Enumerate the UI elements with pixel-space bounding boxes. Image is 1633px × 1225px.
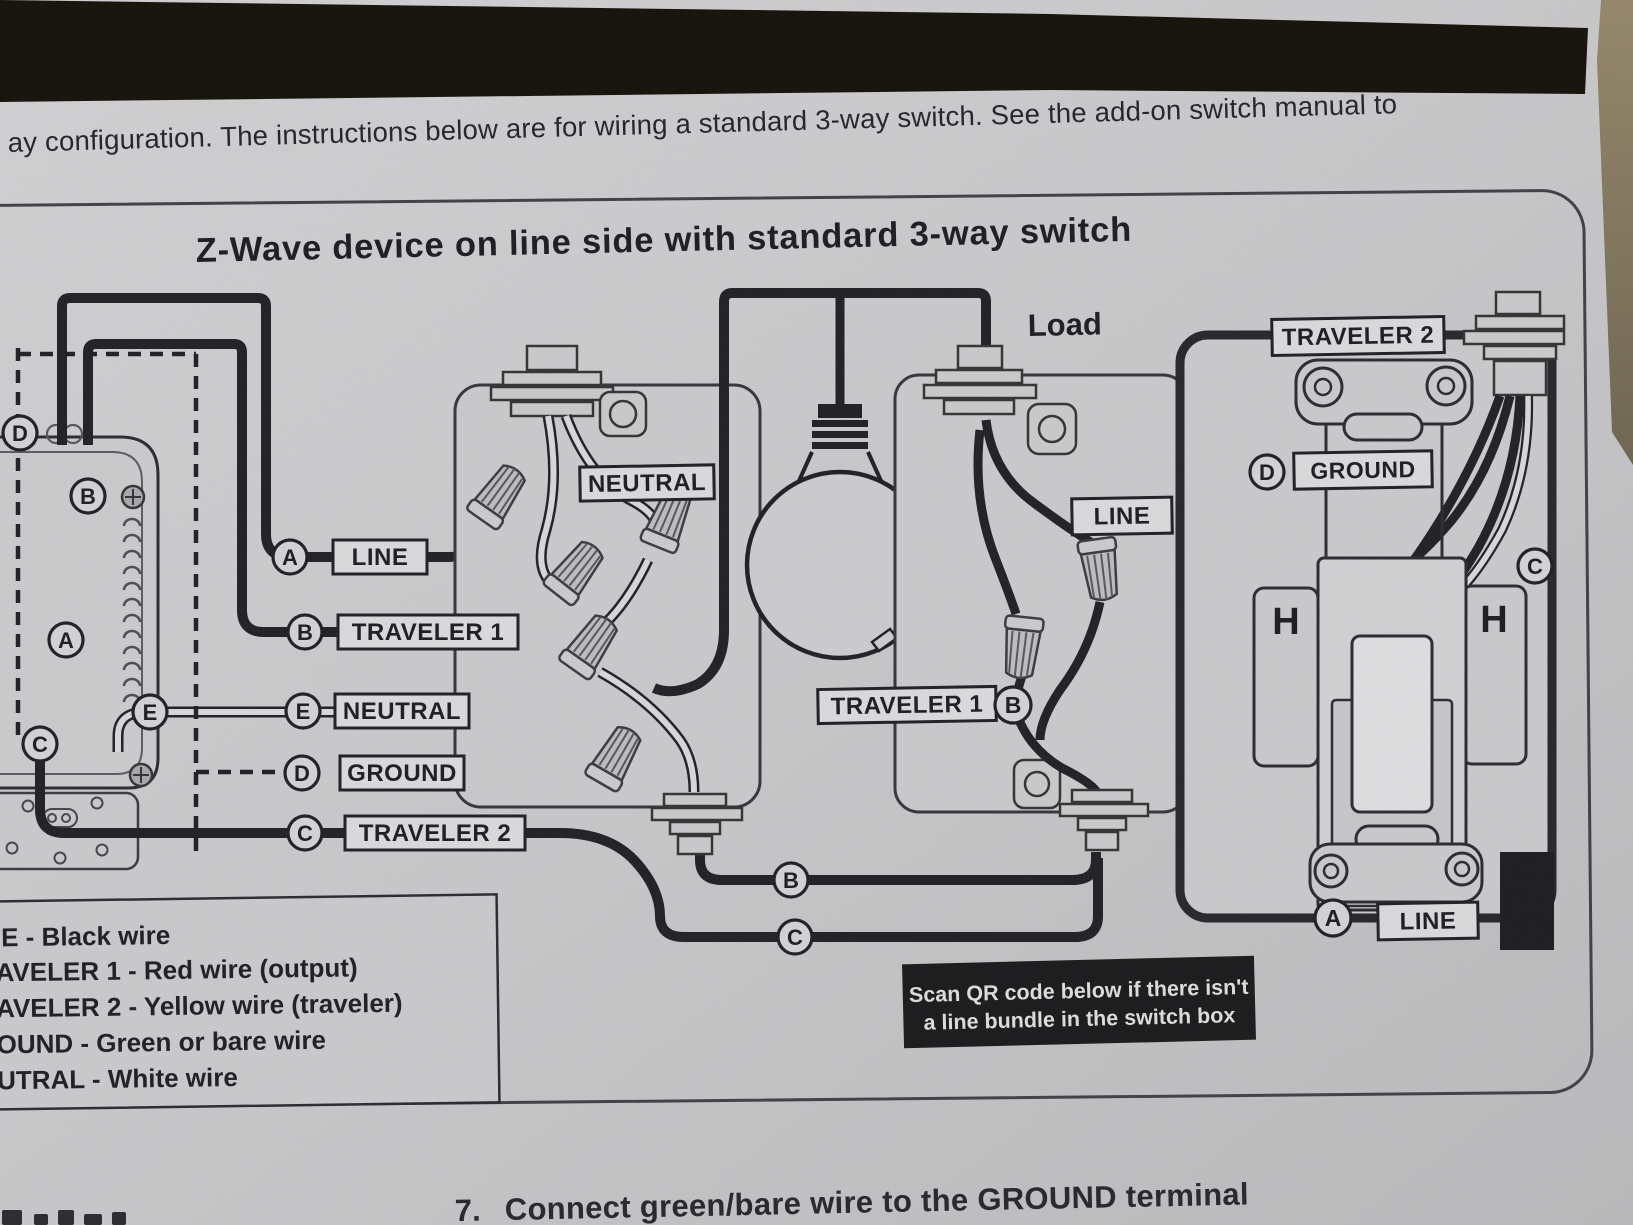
manual-photo: ay configuration. The instructions below… bbox=[0, 0, 1633, 1225]
photo-grain-overlay bbox=[0, 0, 1633, 1225]
wiring-diagram-svg: ay configuration. The instructions below… bbox=[0, 0, 1633, 1225]
